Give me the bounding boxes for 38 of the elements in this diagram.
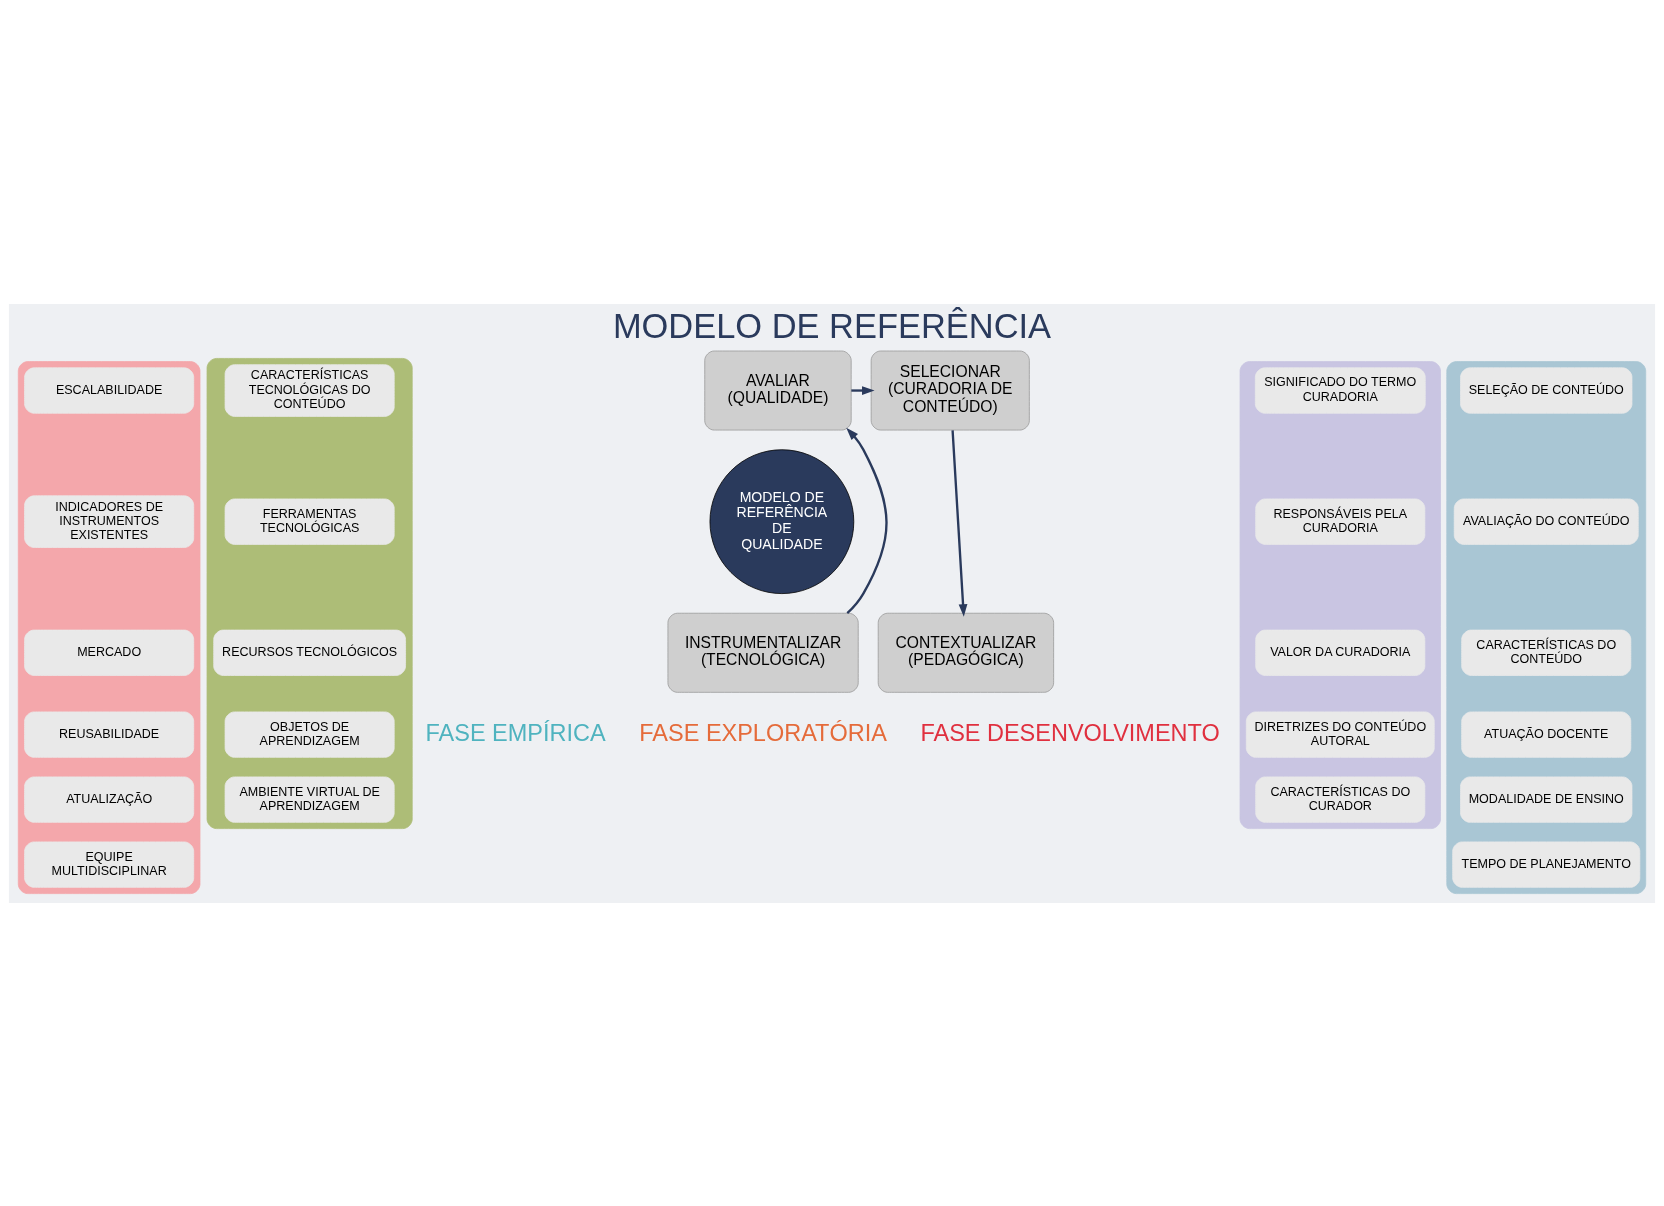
node-box: CARACTERÍSTICAS TECNOLÓGICAS DO CONTEÚDO xyxy=(224,363,395,417)
node-box: EQUIPE MULTIDISCIPLINAR xyxy=(24,841,195,888)
node-box: REUSABILIDADE xyxy=(24,711,195,758)
node-box: SELECIONAR (CURADORIA DE CONTEÚDO) xyxy=(870,350,1030,430)
label: FASE DESENVOLVIMENTO xyxy=(920,718,1220,745)
node-box: AVALIAR (QUALIDADE) xyxy=(704,350,852,430)
node-box: INDICADORES DE INSTRUMENTOS EXISTENTES xyxy=(24,494,195,548)
label: FASE EMPÍRICA xyxy=(425,718,606,745)
cluster xyxy=(1239,360,1441,829)
node-box: CONTEXTUALIZAR (PEDAGÓGICA) xyxy=(877,612,1055,693)
cluster xyxy=(206,357,413,829)
node-box: SIGNIFICADO DO TERMO CURADORIA xyxy=(1254,366,1426,414)
node-box: MODALIDADE DE ENSINO xyxy=(1460,776,1633,823)
node-box: TEMPO DE PLANEJAMENTO xyxy=(1452,841,1641,888)
node-box: RECURSOS TECNOLÓGICOS xyxy=(213,629,406,676)
node-box: RESPONSÁVEIS PELA CURADORIA xyxy=(1255,498,1426,545)
diagram-title: MODELO DE REFERÊNCIA xyxy=(612,306,1052,345)
node-box: SELEÇÃO DE CONTEÚDO xyxy=(1460,366,1633,414)
cluster xyxy=(17,360,201,894)
node-box: VALOR DA CURADORIA xyxy=(1255,629,1426,676)
node-box: AVALIAÇÃO DO CONTEÚDO xyxy=(1453,498,1639,545)
node-box: CARACTERÍSTICAS DO CURADOR xyxy=(1255,776,1426,823)
node-box: MERCADO xyxy=(24,629,195,676)
cluster xyxy=(1446,360,1647,894)
node-box: AMBIENTE VIRTUAL DE APRENDIZAGEM xyxy=(224,776,395,823)
node-box: OBJETOS DE APRENDIZAGEM xyxy=(224,711,395,758)
node-box: DIRETRIZES DO CONTEÚDO AUTORAL xyxy=(1245,711,1435,758)
node-box: ESCALABILIDADE xyxy=(24,366,195,414)
arrow xyxy=(846,427,888,614)
node-box: ATUAÇÃO DOCENTE xyxy=(1461,711,1632,758)
node-box: INSTRUMENTALIZAR (TECNOLÓGICA) xyxy=(667,612,859,693)
node-box: CARACTERÍSTICAS DO CONTEÚDO xyxy=(1461,629,1632,676)
arrow xyxy=(951,429,968,617)
node-box: FERRAMENTAS TECNOLÓGICAS xyxy=(224,498,395,545)
node-circle: MODELO DE REFERÊNCIA DE QUALIDADE xyxy=(709,448,855,594)
arrow xyxy=(851,385,875,395)
label: FASE EXPLORATÓRIA xyxy=(639,718,887,745)
node-box: ATUALIZAÇÃO xyxy=(24,776,195,823)
